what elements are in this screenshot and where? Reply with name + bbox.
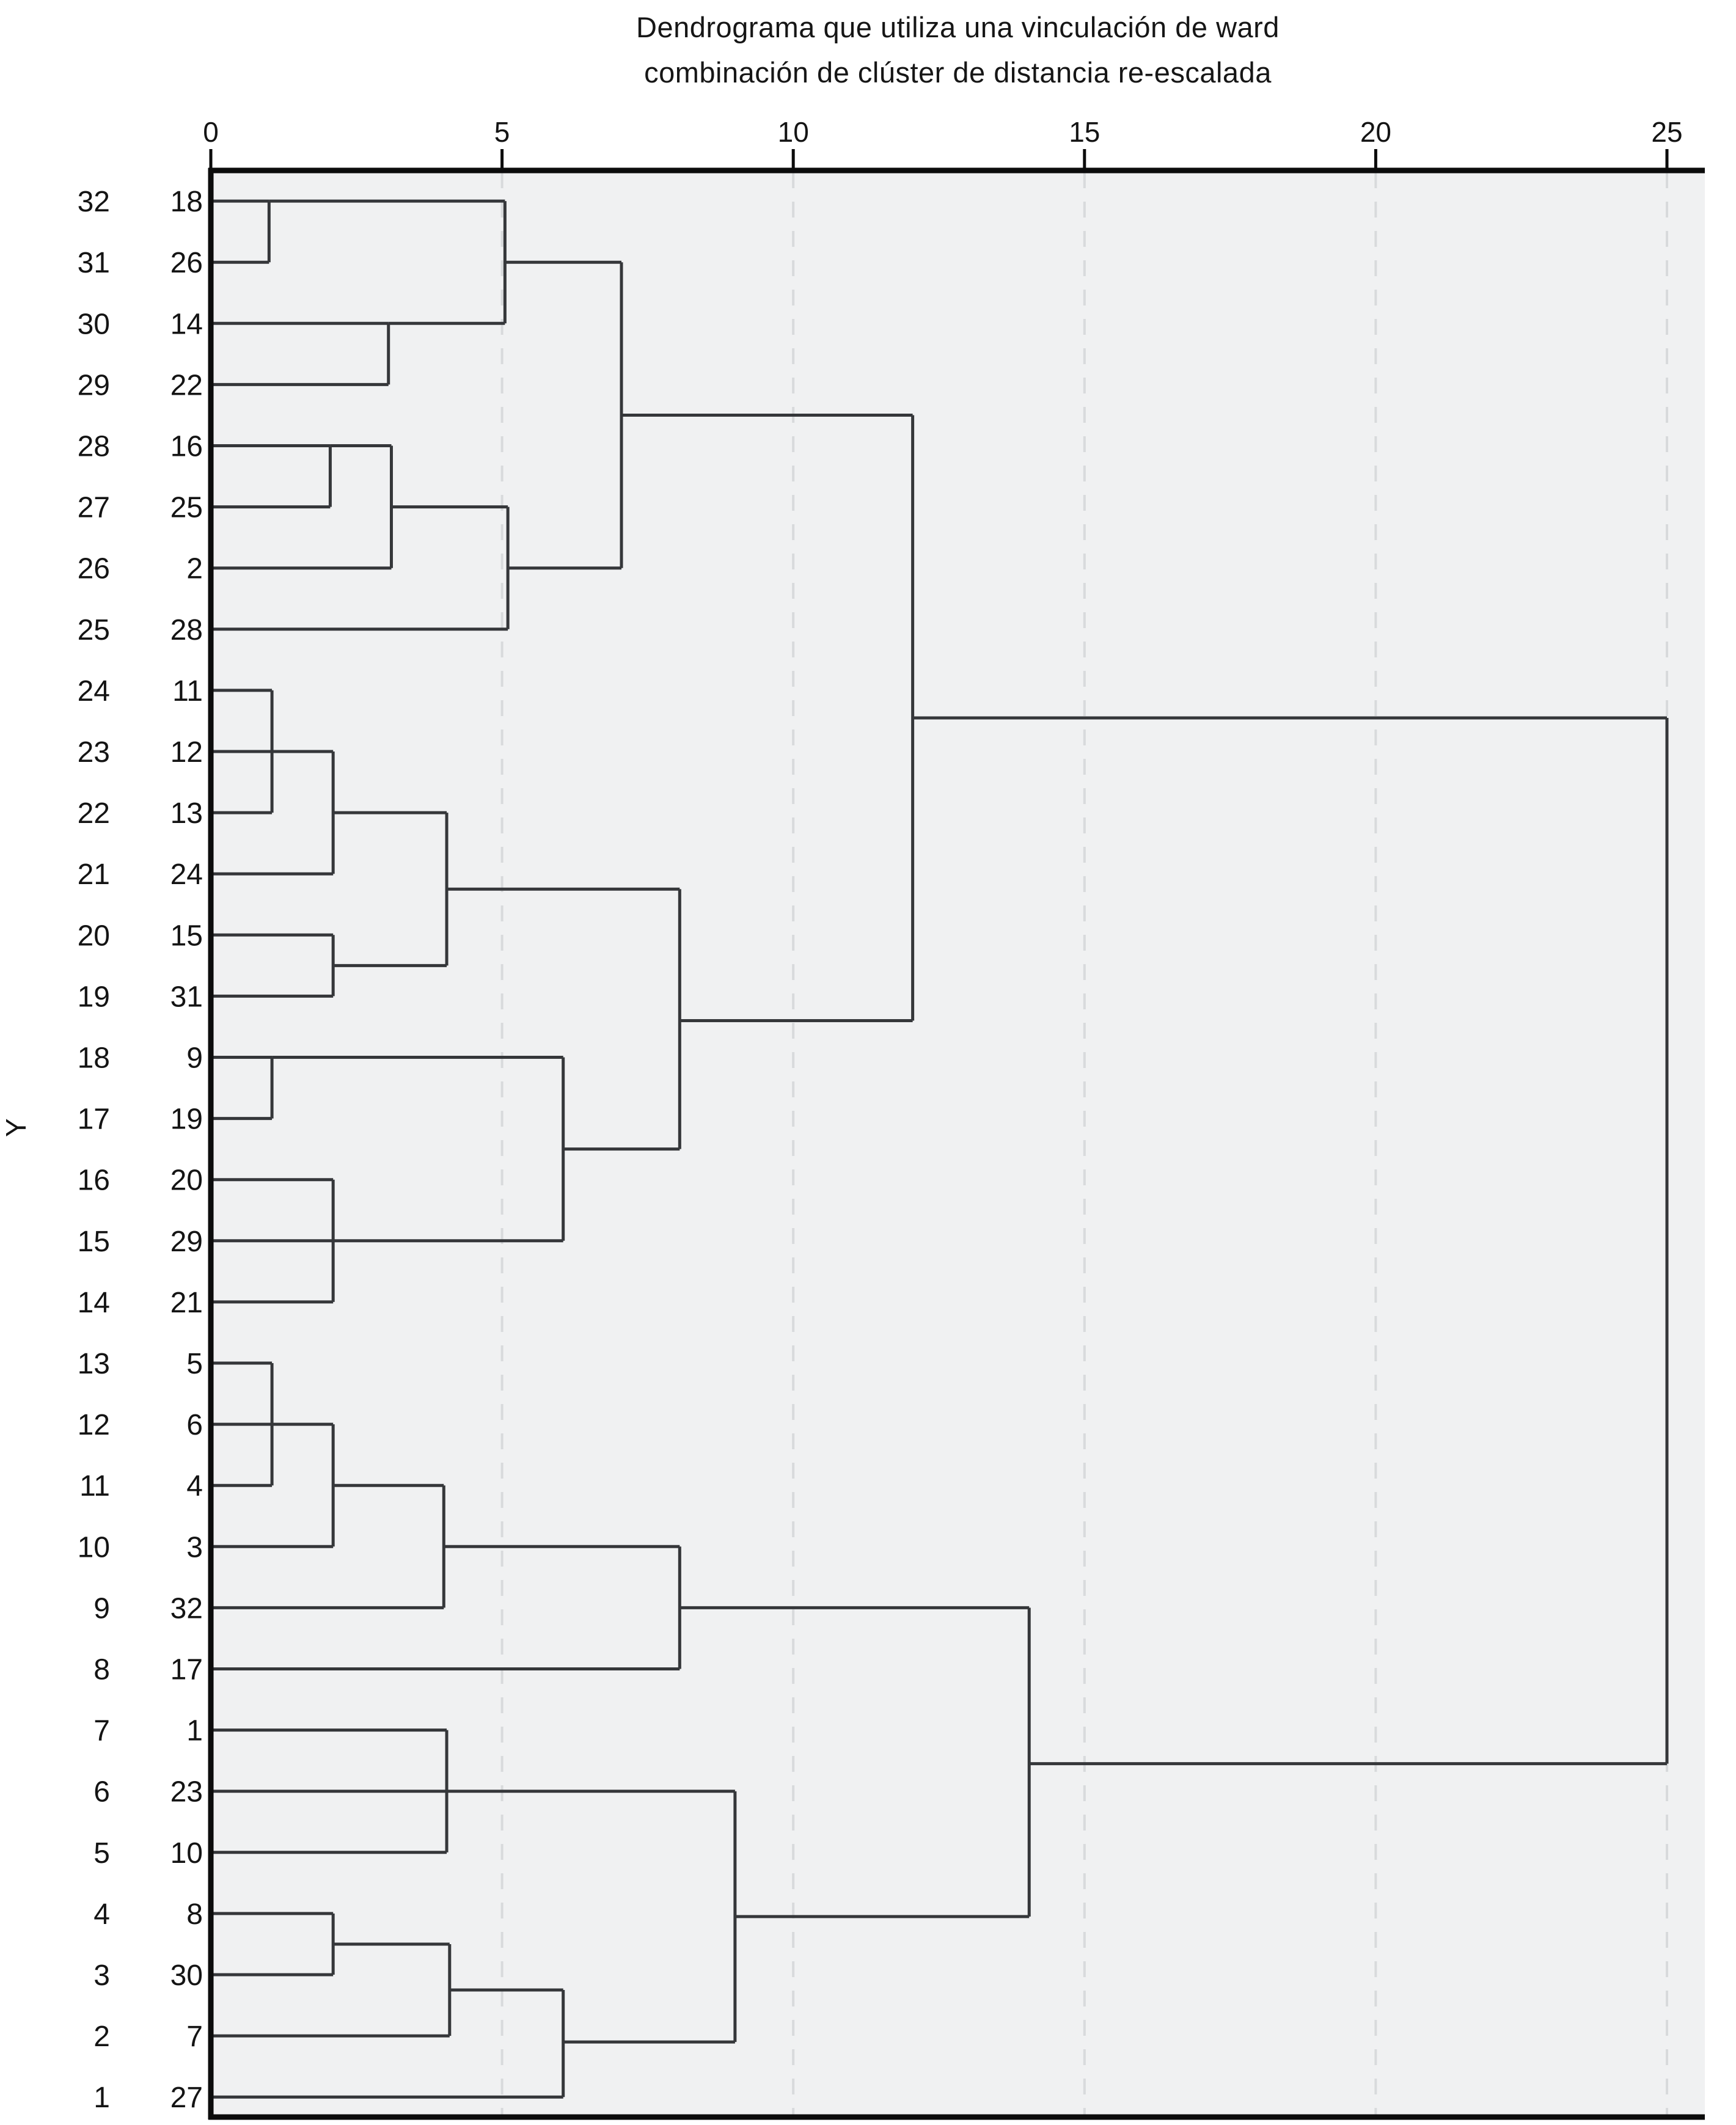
plot-background (211, 170, 1705, 2117)
row-case-label: 21 (170, 1287, 203, 1319)
row-case-label: 25 (170, 492, 203, 524)
row-case-label: 13 (170, 797, 203, 830)
row-case-label: 30 (170, 1959, 203, 1992)
row-case-label: 24 (170, 858, 203, 891)
row-case-label: 32 (170, 1592, 203, 1625)
row-index-label: 4 (93, 1898, 110, 1931)
row-case-label: 2 (186, 553, 203, 585)
x-axis-tick-label-0: 0 (203, 116, 219, 148)
chart-title-line2: combinación de clúster de distancia re-e… (644, 56, 1272, 89)
row-index-label: 6 (93, 1776, 110, 1809)
chart-title-line1: Dendrograma que utiliza una vinculación … (636, 11, 1280, 43)
row-case-label: 18 (170, 186, 203, 218)
x-axis-tick-label-20: 20 (1360, 116, 1391, 148)
row-index-label: 14 (78, 1287, 110, 1319)
row-case-label: 23 (170, 1776, 203, 1809)
row-index-label: 9 (93, 1592, 110, 1625)
row-index-label: 16 (78, 1165, 110, 1197)
row-index-label: 10 (78, 1531, 110, 1564)
row-index-label: 5 (93, 1837, 110, 1870)
row-index-label: 20 (78, 920, 110, 952)
x-axis-tick-label-5: 5 (494, 116, 510, 148)
row-index-label: 19 (78, 981, 110, 1013)
row-index-label: 13 (78, 1348, 110, 1380)
row-index-label: 23 (78, 736, 110, 769)
row-index-label: 11 (79, 1470, 110, 1502)
row-index-label: 28 (78, 431, 110, 463)
row-index-label: 24 (78, 675, 110, 708)
row-case-label: 31 (170, 981, 203, 1013)
row-index-label: 22 (78, 797, 110, 830)
row-case-label: 3 (186, 1531, 203, 1564)
row-index-label: 3 (93, 1959, 110, 1992)
row-index-label: 26 (78, 553, 110, 585)
row-case-label: 7 (186, 2021, 203, 2053)
row-index-label: 8 (93, 1654, 110, 1686)
row-index-label: 17 (78, 1103, 110, 1136)
row-index-label: 32 (78, 186, 110, 218)
row-index-label: 18 (78, 1042, 110, 1075)
x-axis-tick-label-10: 10 (778, 116, 809, 148)
row-case-label: 29 (170, 1226, 203, 1258)
row-case-label: 15 (170, 920, 203, 952)
row-case-label: 19 (170, 1103, 203, 1136)
row-index-label: 25 (78, 614, 110, 646)
row-case-label: 27 (170, 2082, 203, 2114)
row-case-label: 9 (186, 1042, 203, 1075)
row-index-label: 21 (78, 858, 110, 891)
row-case-label: 12 (170, 736, 203, 769)
row-index-label: 2 (93, 2021, 110, 2053)
row-case-label: 20 (170, 1165, 203, 1197)
row-case-label: 28 (170, 614, 203, 646)
row-case-label: 10 (170, 1837, 203, 1870)
row-case-label: 1 (186, 1715, 203, 1747)
row-index-label: 30 (78, 308, 110, 340)
row-case-label: 11 (172, 675, 203, 708)
x-axis-tick-label-15: 15 (1069, 116, 1100, 148)
row-index-label: 12 (78, 1409, 110, 1441)
row-index-label: 15 (78, 1226, 110, 1258)
row-case-label: 22 (170, 369, 203, 401)
x-axis-tick-label-25: 25 (1651, 116, 1682, 148)
row-case-label: 16 (170, 431, 203, 463)
row-index-label: 31 (78, 247, 110, 279)
row-case-label: 6 (186, 1409, 203, 1441)
row-index-label: 7 (93, 1715, 110, 1747)
row-case-label: 26 (170, 247, 203, 279)
row-index-label: 29 (78, 369, 110, 401)
row-index-label: 1 (93, 2082, 110, 2114)
y-axis-label: Y (0, 1118, 32, 1137)
row-index-label: 27 (78, 492, 110, 524)
row-case-label: 5 (186, 1348, 203, 1380)
row-case-label: 4 (186, 1470, 203, 1502)
row-case-label: 14 (170, 308, 203, 340)
row-case-label: 8 (186, 1898, 203, 1931)
row-case-label: 17 (170, 1654, 203, 1686)
chart-title: Dendrograma que utiliza una vinculación … (211, 5, 1705, 95)
